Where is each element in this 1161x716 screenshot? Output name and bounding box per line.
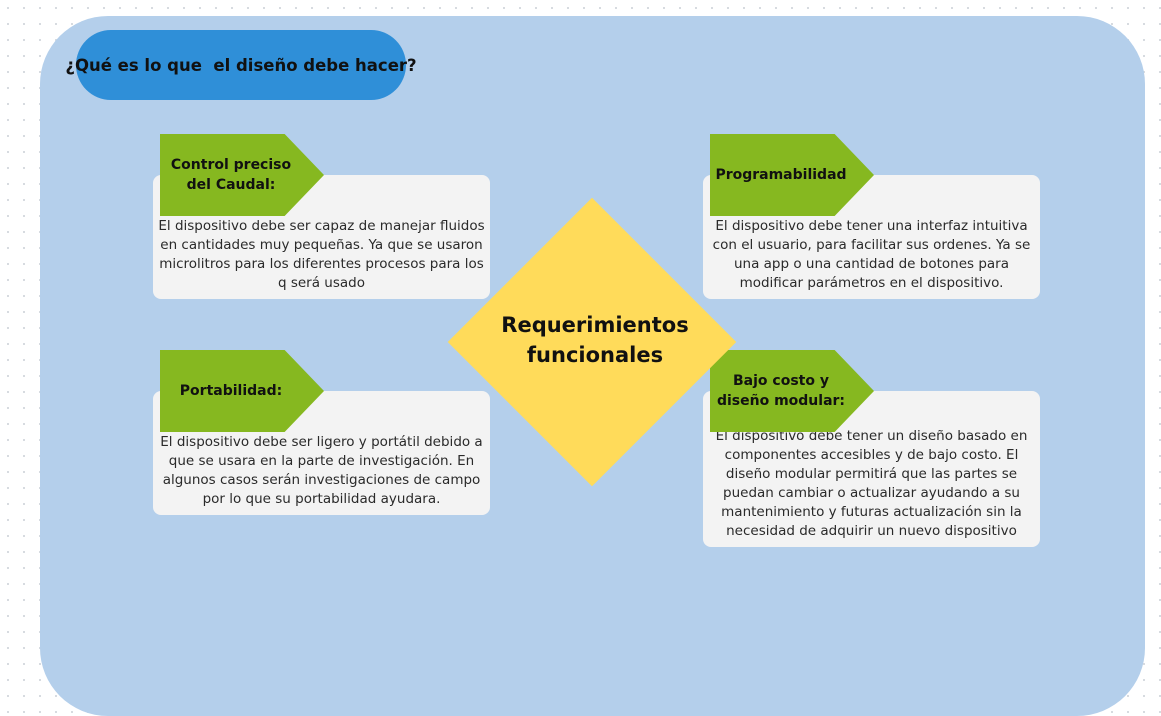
requirement-text-programabilidad: El dispositivo debe tener una interfaz i… xyxy=(712,218,1031,291)
requirement-tag-bajo-costo: Bajo costo y diseño modular: xyxy=(710,350,874,432)
requirement-tag-programabilidad: Programabilidad xyxy=(710,134,874,216)
center-title: Requerimientos funcionales xyxy=(501,313,689,367)
requirement-tag-caudal: Control preciso del Caudal: xyxy=(160,134,324,216)
requirement-tag-portabilidad: Portabilidad: xyxy=(160,350,324,432)
requirement-card-programabilidad: El dispositivo debe tener una interfaz i… xyxy=(703,175,1040,299)
question-pill: ¿Qué es lo que el diseño debe hacer? xyxy=(65,30,417,100)
requirement-text-caudal: El dispositivo debe ser capaz de manejar… xyxy=(158,218,485,291)
requirement-text-portabilidad: El dispositivo debe ser ligero y portáti… xyxy=(160,434,483,507)
requirement-text-bajo-costo: El dispositivo debe tener un diseño basa… xyxy=(715,428,1028,539)
